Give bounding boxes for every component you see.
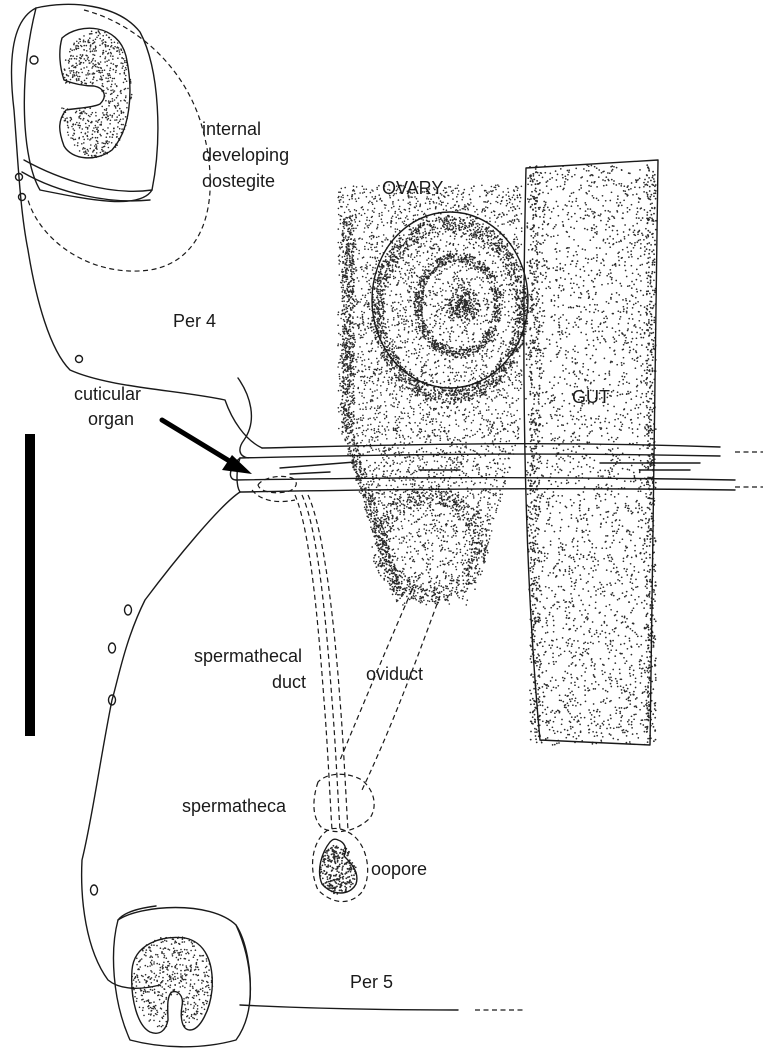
- scale-bar: [25, 434, 35, 736]
- label-spermathecal-line-2: duct: [272, 672, 306, 692]
- cuticular-organ-arrow: [162, 420, 252, 474]
- per5-inner-organ: [132, 937, 213, 1033]
- label-gut: GUT: [572, 387, 610, 407]
- label-ovary: OVARY: [382, 178, 443, 198]
- label-per-4: Per 4: [173, 311, 216, 331]
- oostegite-per4-stipple: [61, 30, 132, 158]
- label-oostegite-line-2: developing: [202, 145, 289, 165]
- per5-seta-1: [125, 605, 132, 615]
- label-oostegite-line-3: oostegite: [202, 171, 275, 191]
- label-spermathecal-line-1: spermathecal: [194, 646, 302, 666]
- per5-seta-2: [109, 643, 116, 653]
- label-spermatheca: spermatheca: [182, 796, 287, 816]
- label-oviduct: oviduct: [366, 664, 423, 684]
- transverse-tube: [230, 444, 763, 492]
- gut-outline: [524, 160, 658, 745]
- per4-seta-3: [19, 194, 26, 201]
- per4-seta-1: [30, 56, 38, 64]
- label-per-5: Per 5: [350, 972, 393, 992]
- per4-inner-organ: [60, 28, 130, 158]
- pereopod-5: [82, 492, 525, 1047]
- oostegite-per5-stipple: [131, 936, 213, 1029]
- spermatheca: [314, 774, 374, 831]
- oviduct: [340, 590, 440, 790]
- label-cuticular-line-1: cuticular: [74, 384, 141, 404]
- label-oopore: oopore: [371, 859, 427, 879]
- per5-seta-4: [91, 885, 98, 895]
- label-cuticular-line-2: organ: [88, 409, 134, 429]
- per4-seta-4: [76, 356, 83, 363]
- label-oostegite-line-1: internal: [202, 119, 261, 139]
- ovary-stipple: [337, 184, 529, 606]
